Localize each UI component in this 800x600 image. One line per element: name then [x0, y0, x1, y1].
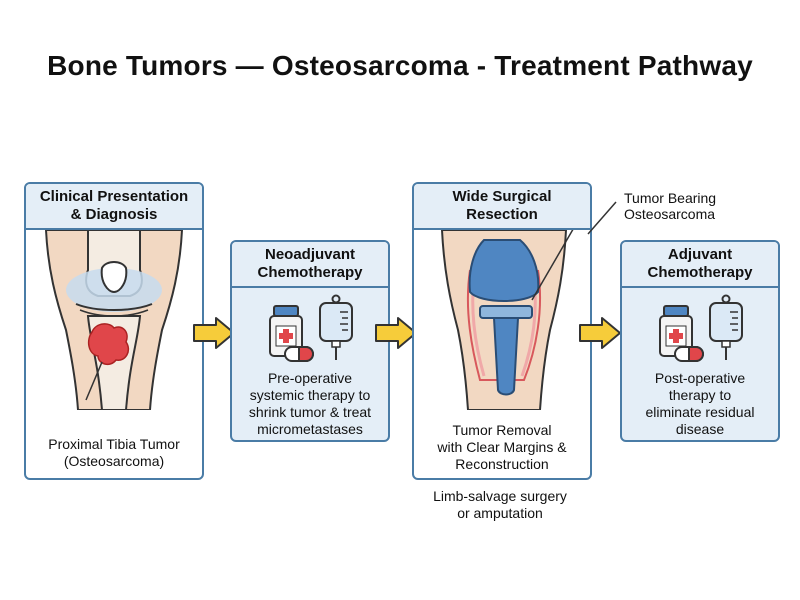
knee-joint-illustration — [44, 230, 184, 410]
page-title: Bone Tumors — Osteosarcoma - Treatment P… — [47, 50, 753, 81]
limb-salvage-note: Limb-salvage surgery or amputation — [433, 488, 567, 521]
step-resection-caption: Tumor Removal with Clear Margins & Recon… — [437, 422, 567, 472]
step-neoadjuvant-description: Pre-operative systemic therapy to shrink… — [248, 370, 372, 437]
flow-arrow-icon — [375, 317, 417, 349]
callout-leader-line — [587, 201, 617, 235]
step-diagnosis-caption: Proximal Tibia Tumor (Osteosarcoma) — [48, 436, 180, 469]
step-adjuvant-heading: Adjuvant Chemotherapy — [622, 242, 778, 288]
step-neoadjuvant-heading: Neoadjuvant Chemotherapy — [232, 242, 388, 288]
step-resection-heading: Wide Surgical Resection — [414, 184, 590, 230]
step-neoadjuvant-card: Neoadjuvant Chemotherapy Pre-operative s… — [230, 240, 390, 442]
step-diagnosis-heading: Clinical Presentation & Diagnosis — [26, 184, 202, 230]
step-resection-card: Wide Surgical Resection Tumor Removal wi… — [412, 182, 592, 480]
implant-illustration — [440, 230, 574, 410]
flow-arrow-icon — [579, 317, 621, 349]
step-adjuvant-description: Post-operative therapy to eliminate resi… — [645, 370, 755, 437]
flow-arrow-icon — [193, 317, 235, 349]
capsule-icon — [674, 346, 704, 362]
iv-bag-icon — [709, 294, 743, 360]
capsule-icon — [284, 346, 314, 362]
iv-bag-icon — [319, 294, 353, 360]
step-diagnosis-card: Clinical Presentation & Diagnosis Proxim… — [24, 182, 204, 480]
tumor-bearing-callout: Tumor Bearing Osteosarcoma — [624, 190, 717, 222]
step-adjuvant-card: Adjuvant Chemotherapy Post-operative the… — [620, 240, 780, 442]
